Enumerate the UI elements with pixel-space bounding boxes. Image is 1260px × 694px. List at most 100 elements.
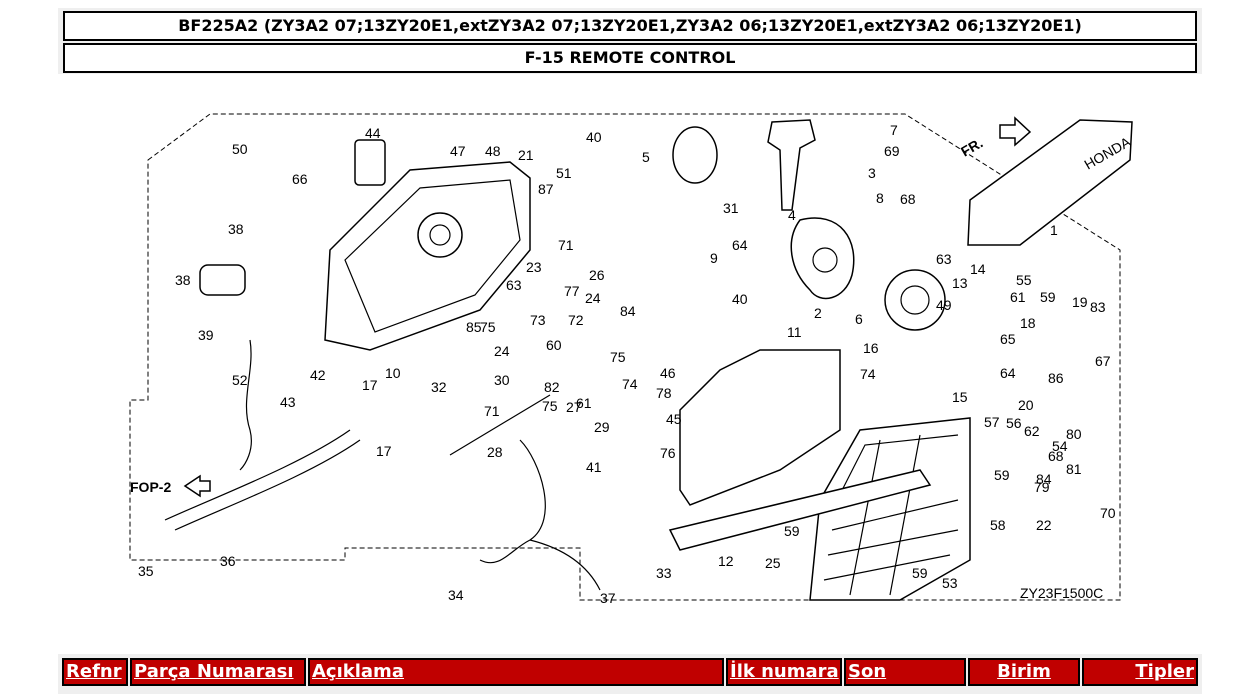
grill-panel-part[interactable]: [809, 417, 971, 601]
callout-48[interactable]: 48: [485, 143, 501, 159]
callout-61[interactable]: 61: [576, 395, 592, 411]
callout-43[interactable]: 43: [280, 394, 296, 410]
callout-55[interactable]: 55: [1016, 272, 1032, 288]
callout-78[interactable]: 78: [656, 385, 672, 401]
ring-part[interactable]: [672, 126, 718, 184]
parts-diagram[interactable]: FR. HONDA FOP-2 ZY23F1500C 1234567891011…: [120, 100, 1140, 620]
callout-12[interactable]: 12: [718, 553, 734, 569]
callout-21[interactable]: 21: [518, 147, 534, 163]
callout-64[interactable]: 64: [1000, 365, 1016, 381]
callout-45[interactable]: 45: [666, 411, 682, 427]
callout-87[interactable]: 87: [538, 181, 554, 197]
callout-27[interactable]: 27: [566, 399, 582, 415]
callout-84[interactable]: 84: [620, 303, 636, 319]
ignition-switch-part[interactable]: [199, 264, 246, 296]
col-part-number[interactable]: Parça Numarası: [130, 658, 306, 686]
callout-67[interactable]: 67: [1095, 353, 1111, 369]
gear-plate-part[interactable]: [884, 269, 946, 331]
callout-19[interactable]: 19: [1072, 294, 1088, 310]
callout-2[interactable]: 2: [814, 305, 822, 321]
control-box-part[interactable]: [324, 161, 531, 351]
callout-14[interactable]: 14: [970, 261, 986, 277]
callout-85[interactable]: 85: [466, 319, 482, 335]
callout-63[interactable]: 63: [506, 277, 522, 293]
cover-plate-part[interactable]: [679, 349, 841, 506]
callout-29[interactable]: 29: [594, 419, 610, 435]
callout-61[interactable]: 61: [1010, 289, 1026, 305]
callout-28[interactable]: 28: [487, 444, 503, 460]
callout-49[interactable]: 49: [936, 297, 952, 313]
callout-76[interactable]: 76: [660, 445, 676, 461]
wire-harness-part[interactable]: [479, 439, 601, 591]
callout-73[interactable]: 73: [530, 312, 546, 328]
callout-71[interactable]: 71: [558, 237, 574, 253]
callout-13[interactable]: 13: [952, 275, 968, 291]
callout-7[interactable]: 7: [890, 122, 898, 138]
callout-17[interactable]: 17: [362, 377, 378, 393]
lanyard-cord-part[interactable]: [239, 339, 252, 471]
callout-84[interactable]: 84: [1036, 471, 1052, 487]
callout-40[interactable]: 40: [732, 291, 748, 307]
callout-9[interactable]: 9: [710, 250, 718, 266]
callout-18[interactable]: 18: [1020, 315, 1036, 331]
callout-1[interactable]: 1: [1050, 222, 1058, 238]
callout-69[interactable]: 69: [884, 143, 900, 159]
callout-75[interactable]: 75: [542, 398, 558, 414]
callout-65[interactable]: 65: [1000, 331, 1016, 347]
callout-38[interactable]: 38: [228, 221, 244, 237]
callout-41[interactable]: 41: [586, 459, 602, 475]
callout-59[interactable]: 59: [1040, 289, 1056, 305]
callout-83[interactable]: 83: [1090, 299, 1106, 315]
callout-70[interactable]: 70: [1100, 505, 1116, 521]
callout-24[interactable]: 24: [585, 290, 601, 306]
col-last[interactable]: Son: [844, 658, 966, 686]
callout-74[interactable]: 74: [622, 376, 638, 392]
callout-23[interactable]: 23: [526, 259, 542, 275]
callout-38[interactable]: 38: [175, 272, 191, 288]
callout-68[interactable]: 68: [1048, 448, 1064, 464]
callout-51[interactable]: 51: [556, 165, 572, 181]
callout-6[interactable]: 6: [855, 311, 863, 327]
callout-24[interactable]: 24: [494, 343, 510, 359]
col-refnr[interactable]: Refnr: [62, 658, 128, 686]
callout-30[interactable]: 30: [494, 372, 510, 388]
callout-62[interactable]: 62: [1024, 423, 1040, 439]
callout-42[interactable]: 42: [310, 367, 326, 383]
callout-46[interactable]: 46: [660, 365, 676, 381]
callout-54[interactable]: 54: [1052, 438, 1068, 454]
callout-37[interactable]: 37: [600, 590, 616, 606]
callout-82[interactable]: 82: [544, 379, 560, 395]
callout-16[interactable]: 16: [863, 340, 879, 356]
callout-80[interactable]: 80: [1066, 426, 1082, 442]
callout-79[interactable]: 79: [1034, 479, 1050, 495]
callout-4[interactable]: 4: [788, 207, 796, 223]
callout-66[interactable]: 66: [292, 171, 308, 187]
callout-31[interactable]: 31: [723, 200, 739, 216]
throttle-cable-part[interactable]: [164, 429, 361, 531]
callout-25[interactable]: 25: [765, 555, 781, 571]
callout-60[interactable]: 60: [546, 337, 562, 353]
callout-64[interactable]: 64: [732, 237, 748, 253]
callout-59[interactable]: 59: [912, 565, 928, 581]
callout-35[interactable]: 35: [138, 563, 154, 579]
side-cover-part[interactable]: [967, 119, 1133, 246]
callout-57[interactable]: 57: [984, 414, 1000, 430]
col-first-number[interactable]: İlk numara: [726, 658, 842, 686]
callout-47[interactable]: 47: [450, 143, 466, 159]
callout-40[interactable]: 40: [586, 129, 602, 145]
callout-53[interactable]: 53: [942, 575, 958, 591]
callout-3[interactable]: 3: [868, 165, 876, 181]
callout-56[interactable]: 56: [1006, 415, 1022, 431]
callout-8[interactable]: 8: [876, 190, 884, 206]
callout-58[interactable]: 58: [990, 517, 1006, 533]
callout-17[interactable]: 17: [376, 443, 392, 459]
callout-59[interactable]: 59: [784, 523, 800, 539]
callout-10[interactable]: 10: [385, 365, 401, 381]
callout-5[interactable]: 5: [642, 149, 650, 165]
throttle-lever-part[interactable]: [767, 119, 816, 211]
bottom-bar-part[interactable]: [668, 469, 932, 551]
col-unit[interactable]: Birim: [968, 658, 1080, 686]
callout-72[interactable]: 72: [568, 312, 584, 328]
callout-74[interactable]: 74: [860, 366, 876, 382]
callout-81[interactable]: 81: [1066, 461, 1082, 477]
